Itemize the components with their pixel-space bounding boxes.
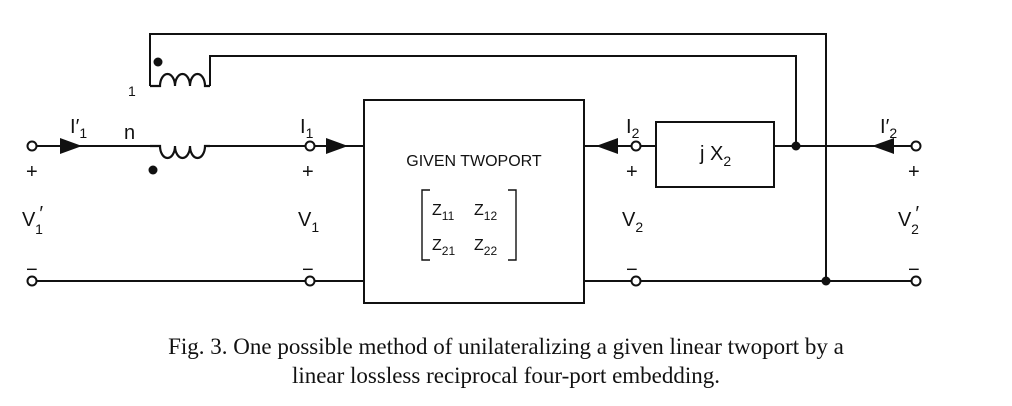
terminal-port1p-top [26,140,38,152]
plus-port1p: + [26,161,38,183]
twoport-title: GIVEN TWOPORT [406,153,542,170]
minus-port2: − [626,259,638,281]
figure-caption: Fig. 3. One possible method of unilatera… [0,332,1012,390]
terminal-port1p-bottom [26,275,38,287]
caption-line-1: Fig. 3. One possible method of unilatera… [168,334,844,359]
wire-primary-outer-loop [149,33,827,281]
terminal-port2-top [630,140,642,152]
terminal-port2-bottom [630,275,642,287]
secondary-coil [150,144,210,160]
matrix-z11: Z11 [432,202,455,223]
arrow-i2 [596,138,618,154]
twoport-rect [363,99,585,304]
junction-top-node [791,141,801,151]
primary-polarity-dot [153,57,163,67]
terminal-port2p-top [910,140,922,152]
terminals [26,140,922,287]
current-label-i1: I1 [300,116,314,141]
matrix-z12: Z12 [474,202,497,223]
reactance-box: j X2 [655,121,775,188]
matrix-z21: Z21 [432,237,455,258]
reactance-rect [655,121,775,188]
terminal-port2p-bottom [910,275,922,287]
terminal-port1-bottom [304,275,316,287]
reactance-label: j X2 [699,143,731,169]
arrow-i1 [326,138,348,154]
plus-port2: + [626,161,638,183]
current-arrows [60,138,894,154]
current-label-i2: I2 [626,116,640,141]
terminal-port1-top [304,140,316,152]
caption-line-2: linear lossless reciprocal four-port emb… [291,363,721,388]
voltage-label-v2: V2 [622,209,643,235]
circuit-diagram: 1 n GIVEN TWOPORT Z11 Z12 Z21 Z22 j X2 [22,33,922,304]
plus-port1: + [302,161,314,183]
voltage-label-v2p: V′2 [898,203,919,237]
matrix-z22: Z22 [474,237,497,258]
voltage-label-v1p: V′1 [22,203,43,237]
given-twoport-box: GIVEN TWOPORT Z11 Z12 Z21 Z22 [363,99,585,304]
primary-turns-label: 1 [128,83,136,99]
minus-port1: − [302,259,314,281]
current-label-i1p: I′1 [70,116,87,141]
transformer: 1 n [124,57,210,175]
secondary-polarity-dot [148,165,158,175]
matrix-right-bracket [508,189,517,261]
voltage-label-v1: V1 [298,209,319,235]
wire-primary-inner-loop [209,55,797,146]
minus-port2p: − [908,259,920,281]
minus-port1p: − [26,259,38,281]
polarity-marks: + + + + − − − − [26,161,920,281]
primary-coil [150,72,210,88]
arrow-i1p [60,138,82,154]
matrix-left-bracket [421,189,430,261]
junction-bottom-node [821,276,831,286]
secondary-turns-label: n [124,122,135,144]
plus-port2p: + [908,161,920,183]
current-label-i2p: I′2 [880,116,897,141]
arrow-i2p [872,138,894,154]
